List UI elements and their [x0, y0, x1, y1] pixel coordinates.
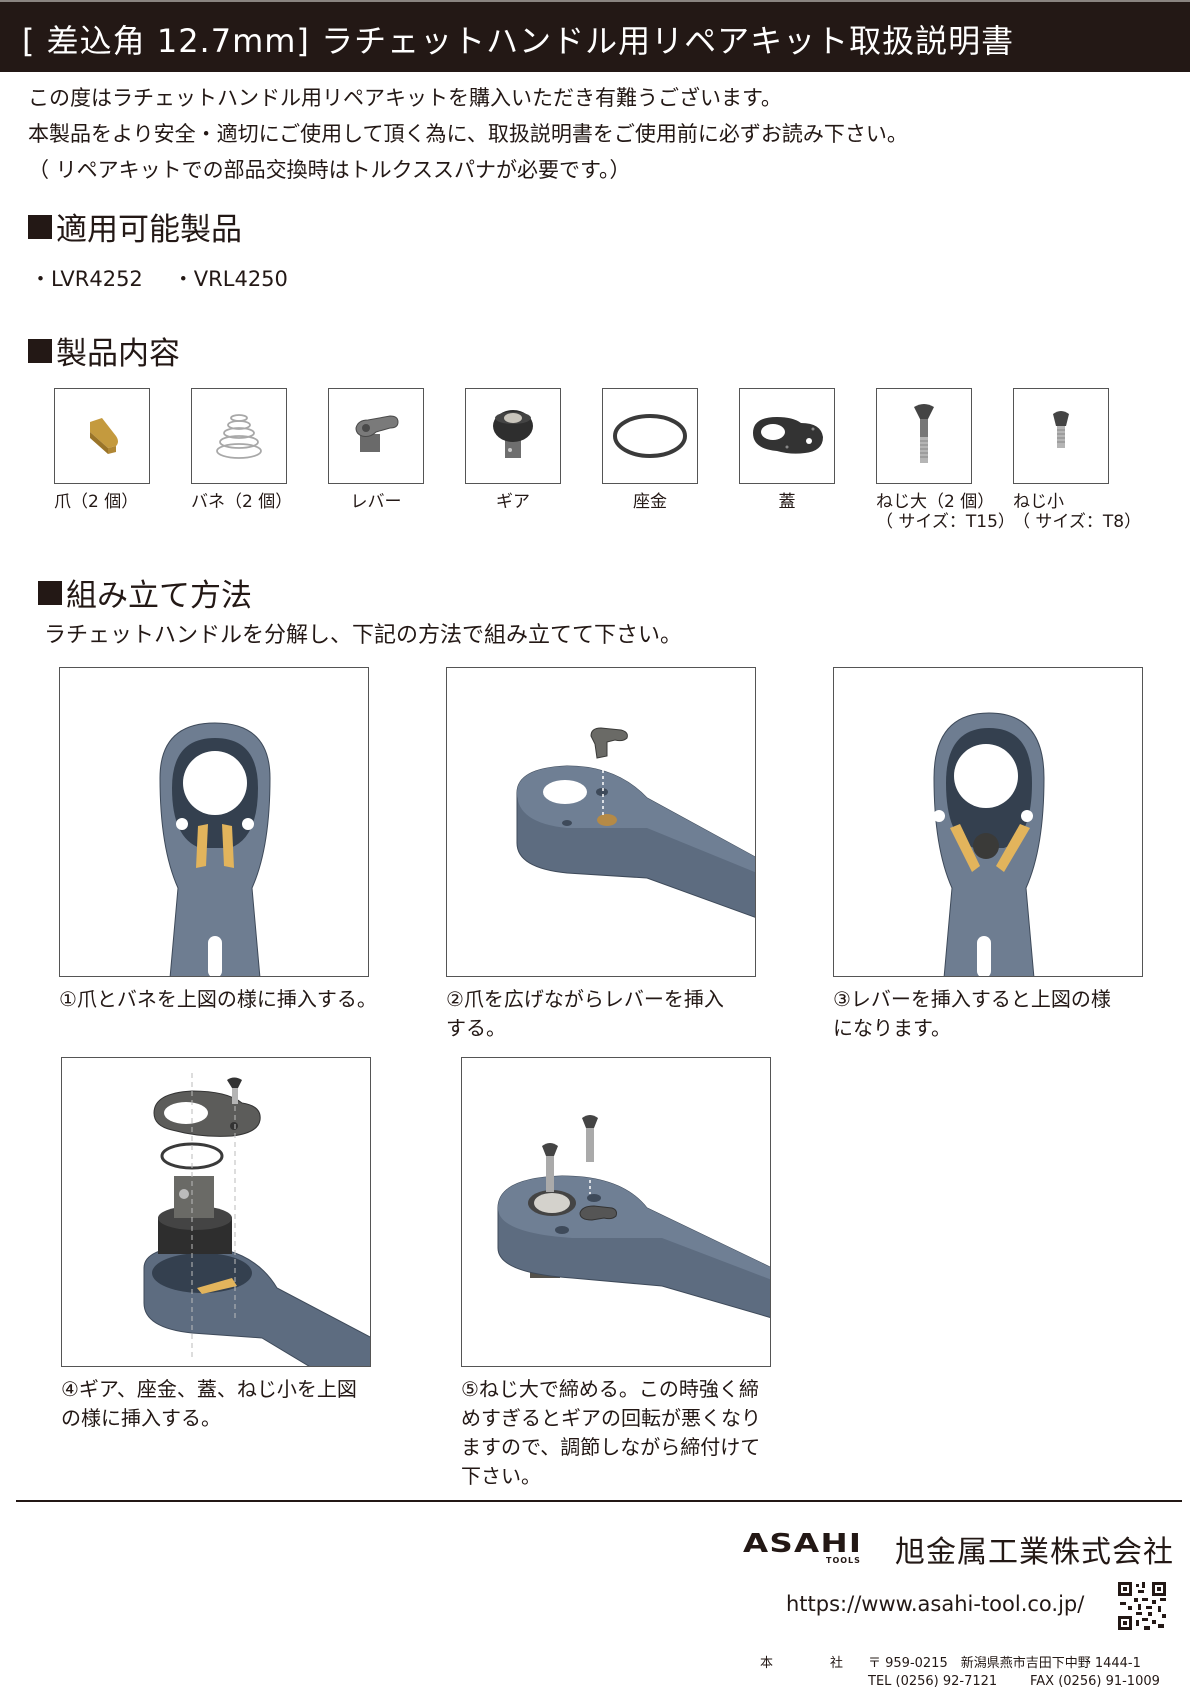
step-1-caption: ①爪とバネを上図の様に挿入する。 [59, 987, 377, 1011]
part-item-large-screw: ねじ大（2 個） （ サイズ：T15） [876, 388, 1016, 532]
title-bar: [ 差込角 12.7mm] ラチェットハンドル用リペアキット取扱説明書 [0, 0, 1190, 72]
part-item-spring: バネ（2 個） [191, 388, 331, 512]
step-4: ④ギア、座金、蓋、ねじ小を上図 の様に挿入する。 [61, 1057, 371, 1433]
step-5-caption: ⑤ねじ大で締める。この時強く締 めすぎるとギアの回転が悪くなり ますので、調節し… [461, 1377, 761, 1488]
pawl-icon [54, 388, 150, 484]
step-5: ⑤ねじ大で締める。この時強く締 めすぎるとギアの回転が悪くなり ますので、調節し… [461, 1057, 771, 1491]
large-screw-icon [876, 388, 972, 484]
square-bullet-icon [28, 338, 52, 363]
model-list: ・LVR4252 ・VRL4250 [30, 263, 288, 293]
spring-icon [191, 388, 287, 484]
model-item: ・VRL4250 [172, 267, 288, 291]
small-screw-icon [1013, 388, 1109, 484]
phone-number: TEL (0256) 92-7121 [868, 1674, 998, 1689]
washer-icon [602, 388, 698, 484]
applicable-products-heading: 適用可能製品 [28, 204, 242, 249]
lever-icon [328, 388, 424, 484]
assembly-heading: 組み立て方法 [38, 570, 252, 615]
assembly-intro: ラチェットハンドルを分解し、下記の方法で組み立てて下さい。 [44, 623, 683, 648]
step-4-caption: ④ギア、座金、蓋、ねじ小を上図 の様に挿入する。 [61, 1377, 357, 1430]
part-item-lever: レバー [328, 388, 468, 512]
qr-code-icon[interactable] [1118, 1582, 1166, 1630]
part-item-small-screw: ねじ小 （ サイズ：T8） [1013, 388, 1153, 532]
website-link[interactable]: https://www.asahi-tool.co.jp/ [786, 1592, 1085, 1616]
asahi-tools-logo: ASAHI TOOLS [743, 1529, 863, 1565]
intro-line-3: （ リペアキットでの部品交換時はトルクススパナが必要です。） [28, 158, 631, 182]
step-2: ②爪を広げながらレバーを挿入 する。 [446, 667, 756, 1043]
model-item: ・LVR4252 [30, 267, 143, 291]
company-name: 旭金属工業株式会社 [895, 1535, 1174, 1570]
step-2-figure [446, 667, 756, 977]
gear-icon [465, 388, 561, 484]
step-5-figure [461, 1057, 771, 1367]
document-title: [ 差込角 12.7mm] ラチェットハンドル用リペアキット取扱説明書 [22, 22, 1015, 60]
step-4-figure [61, 1057, 371, 1367]
cover-plate-icon [739, 388, 835, 484]
postal-address: 〒 959-0215 新潟県燕市吉田下中野 1444-1 [868, 1656, 1141, 1671]
step-3: ③レバーを挿入すると上図の様 になります。 [833, 667, 1143, 1043]
intro-line-2: 本製品をより安全・適切にご使用して頂く為に、取扱説明書をご使用前に必ずお読み下さ… [28, 122, 908, 146]
square-bullet-icon [38, 580, 62, 605]
part-item-pawl: 爪（2 個） [54, 388, 194, 512]
contents-heading: 製品内容 [28, 328, 180, 373]
part-item-washer: 座金 [602, 388, 742, 512]
address-block: 本 社 〒 959-0215 新潟県燕市吉田下中野 1444-1 TEL (02… [760, 1656, 1160, 1689]
intro-line-1: この度はラチェットハンドル用リペアキットを購入いただき有難うございます。 [28, 86, 782, 110]
fax-number: FAX (0256) 91-1009 [1030, 1674, 1160, 1689]
step-3-figure [833, 667, 1143, 977]
square-bullet-icon [28, 214, 52, 239]
step-1-figure [59, 667, 369, 977]
footer-divider [16, 1500, 1182, 1502]
company-branding: ASAHI TOOLS 旭金属工業株式会社 [743, 1527, 1174, 1571]
step-1: ①爪とバネを上図の様に挿入する。 [59, 667, 377, 1014]
step-2-caption: ②爪を広げながらレバーを挿入 する。 [446, 987, 724, 1040]
part-item-cover: 蓋 [739, 388, 879, 512]
intro-text: この度はラチェットハンドル用リペアキットを購入いただき有難うございます。 本製品… [28, 80, 908, 188]
office-label: 本 [760, 1656, 774, 1671]
part-item-gear: ギア [465, 388, 605, 512]
parts-list: 爪（2 個） バネ（2 個） レバー [54, 388, 1164, 538]
step-3-caption: ③レバーを挿入すると上図の様 になります。 [833, 987, 1111, 1040]
